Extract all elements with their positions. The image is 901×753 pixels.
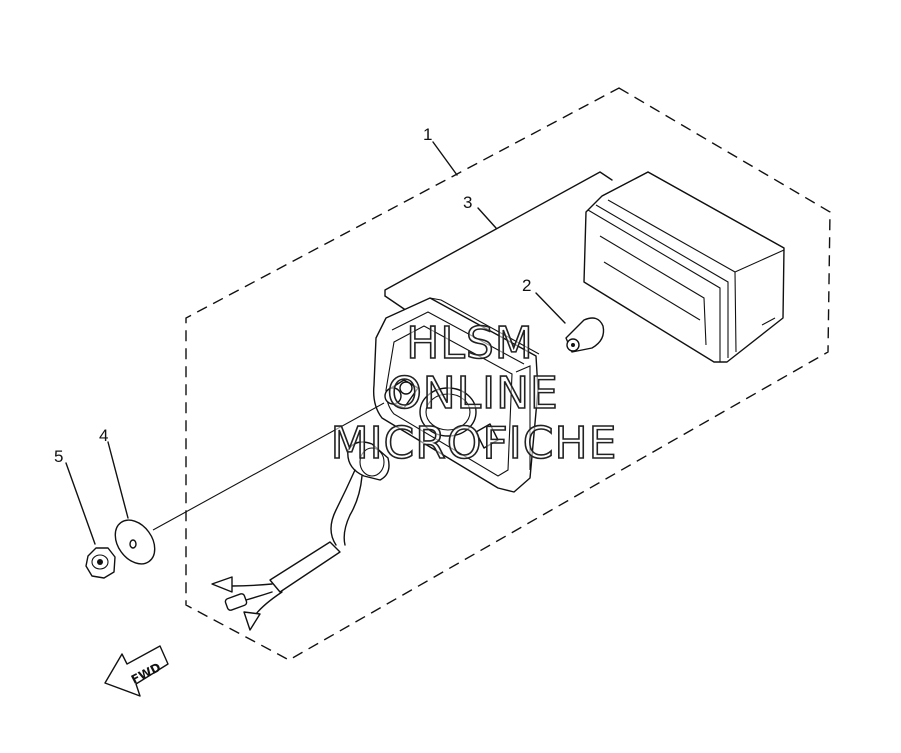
- stud-axis-line: [152, 402, 385, 531]
- fwd-arrow-icon: FWD: [104, 645, 169, 697]
- leader-line-3: [477, 207, 497, 229]
- watermark-line-2: ONLINE: [387, 368, 559, 419]
- assembly-boundary-dashed: [185, 87, 831, 661]
- bulb: [535, 292, 605, 353]
- wiring-harness: [211, 441, 390, 631]
- tail-light-housing: [372, 297, 540, 493]
- washer: [107, 441, 156, 565]
- bracket-3: [384, 171, 613, 297]
- callout-4: 4: [99, 426, 108, 445]
- callout-5: 5: [54, 447, 63, 466]
- callout-1: 1: [423, 125, 432, 144]
- nut: [65, 462, 116, 579]
- callout-2: 2: [522, 276, 531, 295]
- callout-3: 3: [463, 193, 472, 212]
- tail-light-lens: [583, 171, 785, 363]
- leader-line-1: [432, 141, 458, 176]
- watermark-line-1: HLSM: [406, 318, 534, 369]
- watermark-line-3: MICROFICHE: [331, 418, 618, 469]
